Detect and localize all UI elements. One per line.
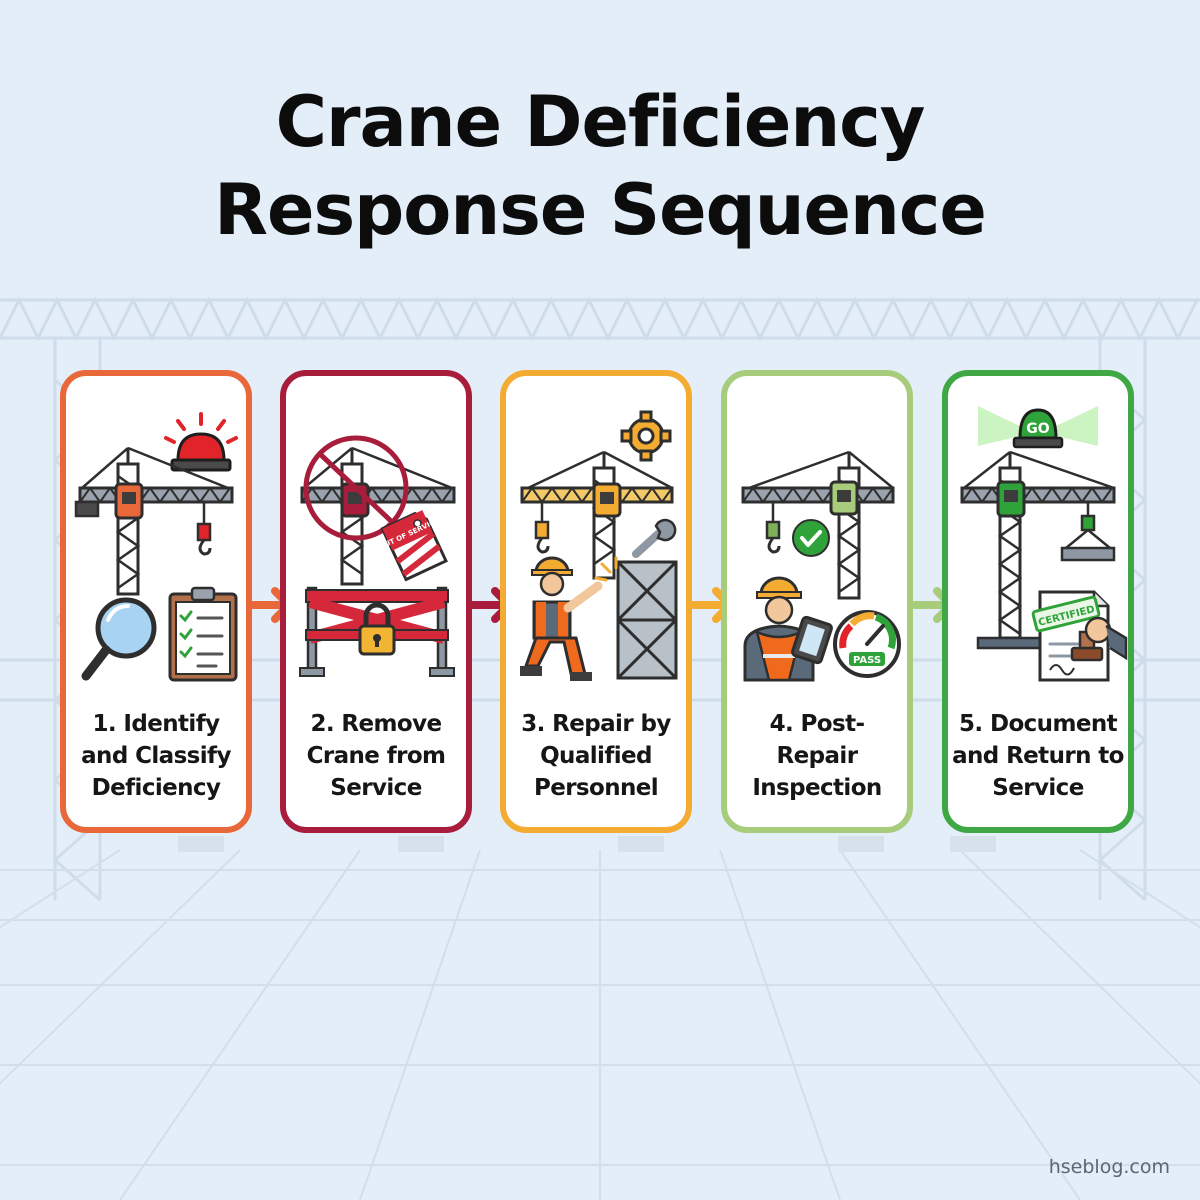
stamp-hand-icon [1070,616,1128,662]
checkmark-icon [792,519,830,557]
wrench-gear-icon [520,410,678,681]
go-light-icon: GO [978,406,1098,449]
prohibition-circle [303,435,409,541]
clipboard-icon [168,586,238,682]
inspector-icon [743,576,833,682]
crane-icon [520,450,674,580]
step-card-4: PASS 4. Post-Repair Inspection [721,370,913,833]
step-card-5: GO CERTIFIED [942,370,1134,833]
step-label-5: 5. Document and Return to Service [952,711,1124,801]
wrench-icon [632,518,677,558]
alarm-light-icon [164,412,238,472]
page-title: Crane Deficiency Response Sequence [0,78,1200,254]
title-line-1: Crane Deficiency [275,81,926,163]
step-label-3: 3. Repair by Qualified Personnel [521,711,671,801]
step-card-3: 3. Repair by Qualified Personnel [500,370,692,833]
watermark: hseblog.com [1048,1156,1170,1178]
title-line-2: Response Sequence [214,169,987,251]
go-light-text: GO [1026,421,1049,437]
gear-icon [620,410,672,462]
crane-icon [741,450,895,600]
magnifier-icon [81,597,157,681]
inspection-gauge-icon: PASS [741,450,901,682]
crane-icon [960,450,1116,650]
step-label-4: 4. Post-Repair Inspection [752,711,882,801]
step-label-1: 1. Identify and Classify Deficiency [81,711,231,801]
step-card-1: 1. Identify and Classify Deficiency [60,370,252,833]
step-label-2: 2. Remove Crane from Service [306,711,446,801]
step-card-2: OUT OF SERVICE 2. Remove Crane from Serv… [280,370,472,833]
padlock-icon [358,602,396,656]
out-of-service-tag-icon: OUT OF SERVICE [299,435,456,677]
gauge-text: PASS [853,655,881,666]
certified-document-icon: GO CERTIFIED [960,406,1128,682]
worker-icon [520,556,603,681]
gauge-icon: PASS [833,610,901,678]
magnifier-clipboard-icon [74,412,238,682]
scaffold-tower [616,560,678,680]
crane-icon [74,446,234,596]
tag-icon: OUT OF SERVICE [378,510,448,582]
sparks-icon [594,556,618,582]
